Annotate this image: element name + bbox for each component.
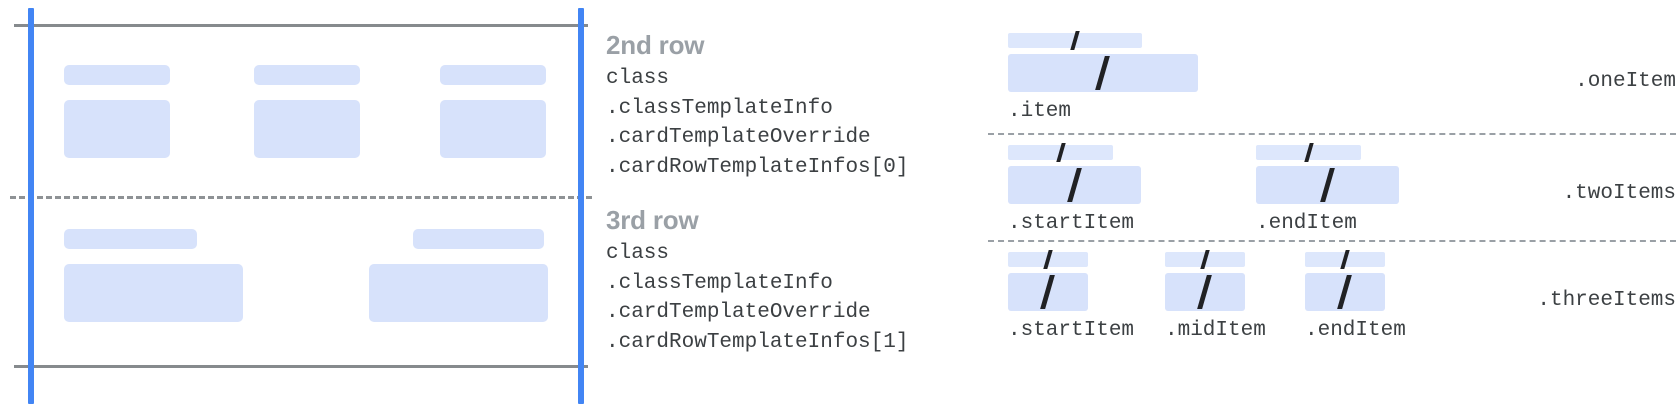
annotation-title: 2nd row (606, 30, 705, 60)
item-label-bar (1008, 250, 1088, 269)
item-body-bar (1008, 166, 1141, 204)
item-label-bar (1008, 31, 1142, 50)
variant-label-oneitem: .oneItem (1575, 70, 1676, 93)
item-caption: .startItem (1008, 319, 1135, 342)
annotation-code-line: .cardRowTemplateInfos[0] (606, 155, 909, 179)
item-label-bar (1256, 143, 1361, 162)
annotation-block-2nd-row: 2nd row class .classTemplateInfo .cardTe… (606, 28, 908, 182)
variant-threeitems-item-1: .midItem (1165, 250, 1266, 344)
annotation-code-line: .cardRowTemplateInfos[1] (606, 330, 909, 354)
annotation-code-line: class (606, 242, 670, 265)
item-body-bar (1165, 273, 1245, 311)
row0-item1-body-bar (254, 100, 360, 158)
slash-icon (1043, 250, 1053, 269)
item-caption: .endItem (1305, 319, 1406, 342)
item-body-bar (1008, 273, 1088, 311)
item-caption: .midItem (1165, 319, 1266, 342)
slash-icon (1070, 31, 1080, 50)
item-body-bar (1256, 166, 1399, 204)
row0-item1-label-bar (254, 65, 360, 85)
row0-item0-label-bar (64, 65, 170, 85)
slash-icon (1340, 250, 1350, 269)
item-label-bar (1305, 250, 1385, 269)
bottom-boundary-line (14, 365, 588, 368)
variant-twoitems-item-1: .endItem (1256, 143, 1399, 237)
item-body-bar (1305, 273, 1385, 311)
row1-item1-label-bar (413, 229, 544, 249)
row1-item0-label-bar (64, 229, 197, 249)
row-divider-dashed (10, 196, 592, 199)
variant-label-twoitems: .twoItems (1562, 182, 1676, 205)
annotation-code-line: .classTemplateInfo (606, 96, 833, 120)
left-edge-marker (28, 8, 34, 404)
row1-item1-body-bar (369, 264, 548, 322)
item-caption: .endItem (1256, 212, 1357, 235)
variant-threeitems-item-0: .startItem (1008, 250, 1135, 344)
variant-threeitems-item-2: .endItem (1305, 250, 1406, 344)
item-variants-panel: .item .oneItem .startItem .endItem .twoI… (980, 0, 1676, 412)
item-label-bar (1008, 143, 1113, 162)
variant-twoitems-item-0: .startItem (1008, 143, 1141, 237)
item-label-bar (1165, 250, 1245, 269)
slash-icon (1200, 250, 1210, 269)
annotation-panel: 2nd row class .classTemplateInfo .cardTe… (600, 0, 980, 412)
top-boundary-line (14, 24, 588, 27)
slash-icon (1197, 275, 1212, 309)
annotation-code-line: .cardTemplateOverride (606, 126, 871, 149)
right-edge-marker (578, 8, 584, 404)
item-caption: .startItem (1008, 212, 1135, 235)
variant-label-threeitems: .threeItems (1537, 289, 1676, 312)
slash-icon (1303, 143, 1314, 162)
slash-icon (1066, 168, 1082, 202)
row0-item0-body-bar (64, 100, 170, 158)
slash-icon (1095, 56, 1110, 90)
variant-oneitem-item-0: .item (1008, 31, 1198, 125)
annotation-code-line: class (606, 67, 670, 90)
annotation-title: 3rd row (606, 205, 699, 235)
row1-item0-body-bar (64, 264, 243, 322)
variant-separator (988, 133, 1676, 135)
card-preview-panel (0, 0, 600, 412)
annotation-block-3rd-row: 3rd row class .classTemplateInfo .cardTe… (606, 203, 908, 357)
slash-icon (1055, 143, 1066, 162)
slash-icon (1040, 275, 1055, 309)
item-body-bar (1008, 54, 1198, 92)
item-caption: .item (1008, 100, 1072, 123)
row0-item2-label-bar (440, 65, 546, 85)
variant-separator (988, 240, 1676, 242)
annotation-code-line: .cardTemplateOverride (606, 301, 871, 324)
annotation-code-line: .classTemplateInfo (606, 271, 833, 295)
row0-item2-body-bar (440, 100, 546, 158)
